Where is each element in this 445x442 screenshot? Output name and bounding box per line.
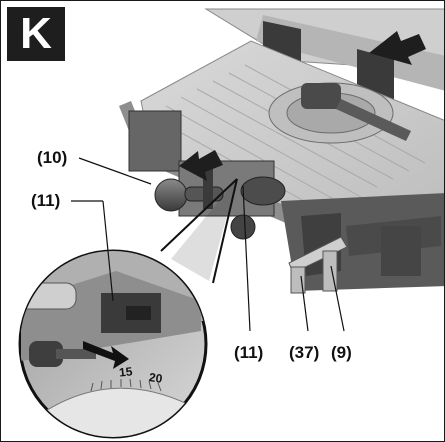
direction-arrow-zoom: [83, 341, 129, 369]
callout-11-bottom: (11): [234, 343, 264, 362]
callout-37: (37): [289, 343, 320, 362]
callout-9: (9): [331, 343, 352, 362]
scale-mark-15: 15: [118, 364, 134, 380]
direction-arrow-front: [179, 150, 223, 181]
figure-badge: K: [7, 7, 65, 61]
callout-11-left: (11): [31, 191, 61, 210]
callout-10: (10): [37, 148, 68, 167]
scale-mark-20: 20: [148, 370, 164, 386]
direction-arrow-top: [369, 31, 426, 65]
